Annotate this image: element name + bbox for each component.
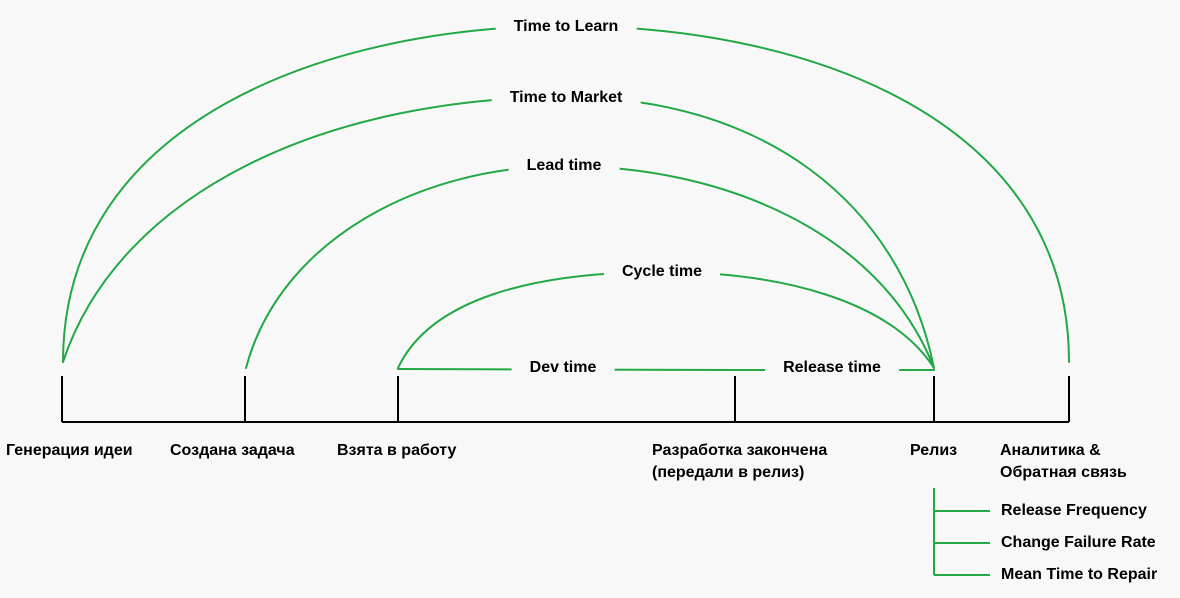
arc-label-time-to-learn: Time to Learn (495, 18, 637, 36)
arc-time-to-market (62, 95, 935, 369)
arc-label-time-to-market: Time to Market (491, 89, 641, 107)
arc-label-cycle-time: Cycle time (603, 263, 721, 281)
arc-label-dev-time: Dev time (511, 359, 615, 377)
metric-change-failure-rate: Change Failure Rate (1001, 534, 1156, 551)
stage-label-release: Релиз (910, 442, 958, 459)
stage-label-idea: Генерация идеи (6, 442, 133, 459)
stage-label-work: Взята в работу (337, 442, 457, 459)
metric-mean-time-to-repair: Mean Time to Repair (1001, 566, 1158, 583)
stage-label-dev-done: Разработка закончена (передали в релиз) (652, 442, 828, 481)
arc-lead-time (245, 164, 935, 369)
arc-label-release-time: Release time (765, 359, 899, 377)
arc-cycle-time (397, 270, 935, 369)
stage-label-analytics: Аналитика & Обратная связь (1000, 442, 1127, 481)
stage-label-task: Создана задача (170, 442, 295, 459)
arc-label-lead-time: Lead time (508, 157, 620, 175)
metric-release-frequency: Release Frequency (1001, 502, 1147, 519)
